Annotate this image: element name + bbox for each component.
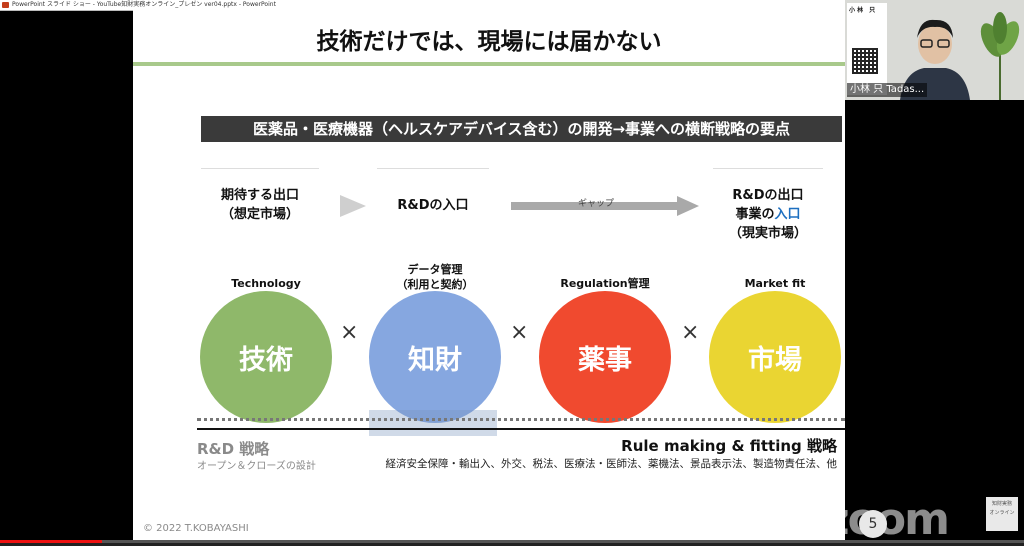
times-icon: × (510, 320, 529, 345)
circle-label-data: データ管理 （利用と契約） (369, 262, 501, 292)
divider (201, 168, 319, 169)
circle-regulatory: 薬事 (539, 291, 671, 423)
gap-arrow-icon (511, 196, 699, 216)
arrow-right-icon (340, 195, 366, 217)
channel-badge: 知財実務 オンライン (986, 497, 1018, 531)
circle-technology-text: 技術 (239, 344, 293, 376)
rule-strategy-label: Rule making & fitting 戦略 (621, 437, 837, 455)
participant-name: 小林 只 Tadas... (847, 83, 928, 97)
zoom-logo: zoom (824, 498, 950, 542)
circle-market: 市場 (709, 291, 841, 423)
circle-label-data-line2: （利用と契約） (396, 278, 474, 291)
circle-label-regulation: Regulation管理 (560, 277, 650, 290)
flow-start-sub: （想定市場） (220, 207, 299, 222)
solid-divider (197, 428, 845, 430)
circle-market-text: 市場 (748, 344, 802, 376)
circle-label-market: Market fit (744, 277, 806, 290)
copyright: © 2022 T.KOBAYASHI (143, 523, 249, 534)
circle-label-data-line1: データ管理 (407, 263, 463, 276)
flow-end-sub: （現実市場） (728, 226, 807, 241)
powerpoint-icon (2, 2, 9, 8)
circle-label-technology: Technology (231, 277, 301, 290)
badge-line1: 知財実務 (991, 501, 1012, 507)
flow-end-label: R&Dの出口 (732, 188, 804, 203)
qr-code-icon (852, 48, 878, 74)
circle-ip-text: 知財 (408, 344, 462, 376)
flow-start-label: 期待する出口 (220, 188, 299, 203)
flow-start: 期待する出口 （想定市場） (201, 186, 319, 224)
rd-strategy-sub: オープン＆クローズの設計 (197, 461, 316, 472)
circle-regulatory-text: 薬事 (578, 344, 632, 376)
overlap-highlight (369, 410, 497, 436)
plant-image (980, 12, 1020, 100)
flow-end-prefix: 事業の (735, 207, 775, 222)
badge-line2: オンライン (989, 510, 1015, 516)
slide-title: 技術だけでは、現場には届かない (316, 29, 662, 55)
circle-technology: 技術 (200, 291, 332, 423)
gap-label: ギャップ (578, 199, 615, 209)
progress-track[interactable] (0, 540, 1024, 543)
rule-strategy-sub: 経済安全保障・輸出入、外交、税法、医療法・医師法、薬機法、景品表示法、製造物責任… (385, 458, 838, 470)
flow-end-accent: 入口 (774, 207, 801, 222)
flow-end: R&Dの出口 事業の入口 （現実市場） (713, 186, 823, 243)
flow-middle: R&Dの入口 (397, 198, 469, 213)
title-underline (133, 62, 845, 66)
flow-end-line2: 事業の入口 (713, 205, 823, 224)
name-card-name: 小 林 只 (849, 7, 876, 14)
name-card: 小 林 只 (847, 3, 887, 95)
presentation-slide: 技術だけでは、現場には届かない 医薬品・医療機器（ヘルスケアデバイス含む）の開発… (133, 10, 845, 542)
window-title: PowerPoint スライド ショー - YouTube知財実務オンライン_プ… (12, 1, 276, 8)
progress-fill[interactable] (0, 540, 103, 543)
divider (377, 168, 489, 169)
times-icon: × (681, 320, 700, 345)
circle-ip: 知財 (369, 291, 501, 423)
video-thumbnail[interactable]: 小 林 只 小林 只 Tadas... (845, 0, 1024, 100)
slide-banner: 医薬品・医療機器（ヘルスケアデバイス含む）の開発→事業への横断戦略の要点 (201, 116, 842, 142)
divider (713, 168, 823, 169)
times-icon: × (340, 320, 359, 345)
dotted-divider (197, 418, 845, 421)
bottom-strip (0, 543, 1024, 546)
page-number-badge: 5 (859, 510, 887, 538)
rd-strategy-label: R&D 戦略 (197, 440, 270, 458)
